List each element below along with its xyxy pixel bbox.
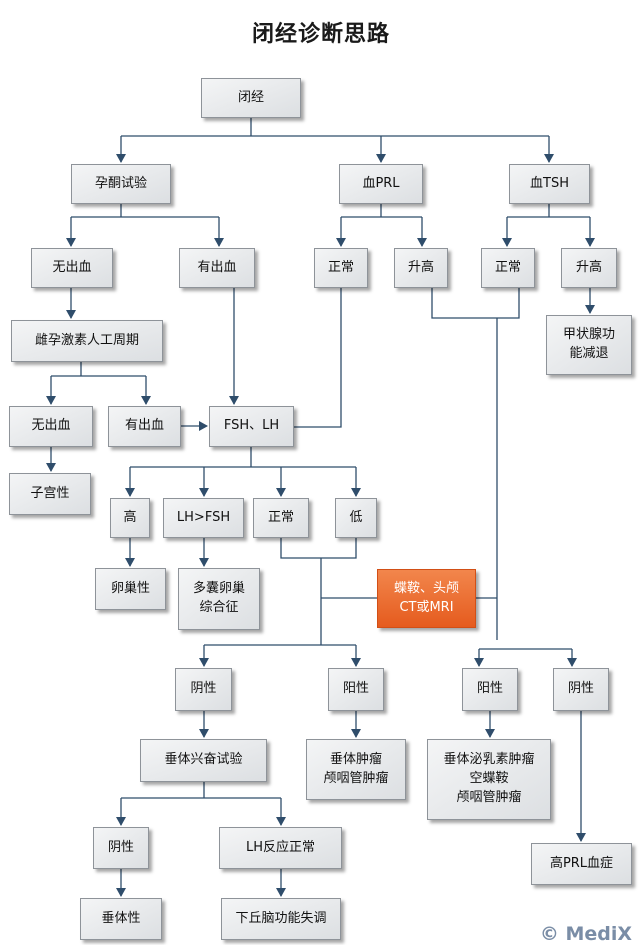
edge-progesterone-split: [71, 204, 219, 218]
node-tsh-high: 升高: [561, 248, 617, 288]
node-pcos: 多囊卵巢 综合征: [178, 568, 260, 630]
edge-root-split: [121, 118, 549, 137]
node-progesterone-test: 孕酮试验: [71, 164, 171, 204]
node-neg-1: 阴性: [175, 668, 232, 711]
node-pos-1: 阳性: [328, 668, 384, 711]
node-pos-2: 阳性: [462, 668, 518, 711]
edge-normal-low-merge: [280, 538, 357, 559]
node-imaging: 蝶鞍、头颅 CT或MRI: [377, 569, 476, 628]
node-lh-fsh: LH>FSH: [163, 498, 244, 538]
node-bleeding-1: 有出血: [179, 248, 255, 288]
node-hyperprolactinemia: 高PRL血症: [531, 843, 632, 885]
node-hypothyroid: 甲状腺功 能减退: [546, 315, 632, 375]
edge-cycle-split: [51, 362, 146, 377]
node-pituitary: 垂体性: [80, 898, 162, 940]
node-lh-normal: LH反应正常: [219, 827, 342, 869]
node-no-bleeding-2: 无出血: [9, 406, 93, 447]
node-neg-3: 阴性: [93, 827, 149, 869]
edge-tsh-split: [507, 204, 590, 218]
node-tsh: 血TSH: [509, 164, 590, 204]
node-prl-high: 升高: [394, 248, 448, 288]
node-normal: 正常: [253, 498, 309, 538]
node-prl-normal: 正常: [314, 248, 368, 288]
edge-fsh-split: [130, 447, 356, 468]
node-neg-2: 阴性: [553, 668, 609, 711]
edge-gnrh-split: [121, 782, 281, 799]
node-bleeding-2: 有出血: [108, 406, 181, 447]
edge-prl-normal-to-fsh: [294, 288, 342, 428]
node-prolactinoma: 垂体泌乳素肿瘤 空蝶鞍 颅咽管肿瘤: [427, 739, 551, 820]
node-prl: 血PRL: [339, 164, 423, 204]
node-low: 低: [335, 498, 377, 538]
page-title: 闭经诊断思路: [251, 21, 390, 47]
node-amenorrhea: 闭经: [201, 78, 301, 118]
watermark: © MediX: [539, 923, 632, 945]
node-fsh-lh: FSH、LH: [209, 406, 294, 447]
edge-prl-tsh-merge: [431, 288, 520, 319]
node-ovarian: 卵巢性: [95, 568, 166, 610]
node-estrogen-cycle: 雌孕激素人工周期: [11, 320, 163, 362]
node-tsh-normal: 正常: [481, 248, 535, 288]
node-no-bleeding-1: 无出血: [31, 248, 113, 288]
edge-prl-split: [341, 204, 422, 218]
node-gnrh-test: 垂体兴奋试验: [140, 739, 267, 782]
node-pituitary-tumor: 垂体肿瘤 颅咽管肿瘤: [306, 739, 406, 800]
node-high: 高: [110, 498, 150, 538]
node-uterine: 子宫性: [9, 473, 91, 515]
node-hypothalamic: 下丘脑功能失调: [221, 898, 341, 940]
